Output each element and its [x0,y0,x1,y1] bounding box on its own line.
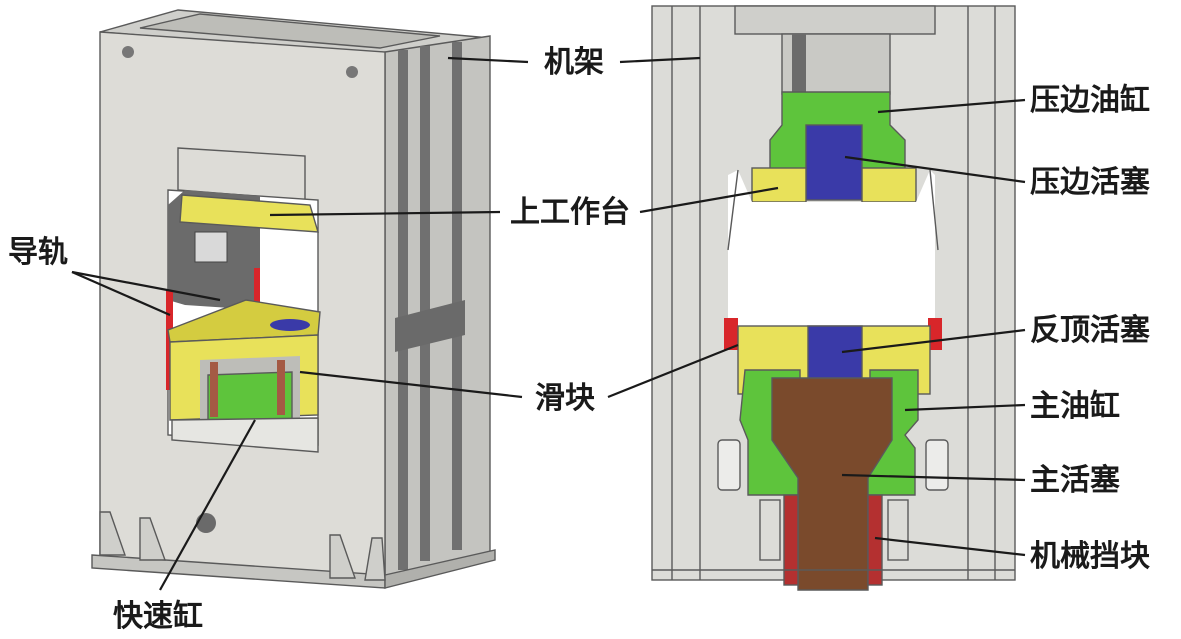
label-upper-table: 上工作台 [510,195,630,230]
label-main-cylinder: 主油缸 [1030,389,1120,424]
mechanical-stop-right [867,494,883,586]
frame-base-side [384,549,496,589]
foot-3 [329,534,356,579]
foot-4 [364,537,386,581]
upper-table-part [179,194,319,233]
fast-cylinder-rod-left [210,362,218,417]
label-mechanical-stop: 机械挡块 [1030,539,1150,574]
leader-slider-right [607,343,739,399]
leader-blank-holder-piston [844,155,1026,184]
leader-mechanical-stop [874,536,1026,557]
leader-main-cylinder [904,403,1026,412]
tie-rod-2 [420,46,430,561]
leader-blank-holder-cylinder [877,98,1026,114]
guide-rail-right [254,268,260,308]
label-ejector-piston: 反顶活塞 [1030,313,1150,348]
labels: 机架 上工作台 导轨 滑块 快速缸 压边油缸 压边活塞 反顶活塞 主油缸 主活塞… [8,45,1150,634]
left-3d-view [91,9,496,589]
bolt-hole-left [122,46,134,58]
slider-piston-hole [270,319,310,331]
leader-fast-cylinder [159,419,256,591]
foot-2 [139,517,166,561]
tie-rod-3 [452,42,462,550]
leader-lines [71,56,1026,591]
lower-slot-left [759,499,781,561]
leader-upper-table-right [639,186,779,214]
fast-cylinder-rod-right [277,360,285,415]
upper-column-dark [792,34,806,94]
window-edge-right [929,169,939,251]
section-window [728,170,935,328]
leader-slider-left [299,370,523,399]
lower-slot-right [887,499,909,561]
lower-recess [171,417,319,453]
inner-window [194,231,228,263]
roller-left [717,439,741,491]
foot-1 [99,511,126,556]
label-main-piston: 主活塞 [1030,463,1120,498]
leader-upper-table-left [269,210,501,217]
label-blank-holder-cylinder: 压边油缸 [1030,83,1150,118]
top-beam [734,5,936,35]
leader-guide-rail-1 [71,270,171,317]
tie-rod-1 [398,50,408,570]
roller-right [925,439,949,491]
slider-top [167,299,321,343]
label-blank-holder-piston: 压边活塞 [1030,165,1150,200]
side-clamp [395,300,465,352]
label-fast-cylinder: 快速缸 [113,599,203,634]
right-section-view [651,5,1016,591]
leader-main-piston [841,473,1026,482]
upper-pad-right [861,167,917,203]
label-guide-rail: 导轨 [8,235,68,270]
label-frame: 机架 [544,45,604,80]
side-guide-left [724,318,738,350]
label-slider: 滑块 [535,381,595,416]
leader-frame-left [447,56,529,64]
bottom-hole [196,513,216,533]
leader-ejector-piston [841,328,1026,354]
upper-pad-left [751,167,807,203]
mechanical-stop-left [783,494,799,586]
blank-holder-piston-part [805,124,863,201]
window-edge-left [727,169,739,251]
leader-guide-rail-2 [71,270,221,302]
main-piston-part [771,377,893,591]
frame-top-opening [139,13,441,49]
bolt-hole-right [346,66,358,78]
leader-frame-right [619,56,701,64]
